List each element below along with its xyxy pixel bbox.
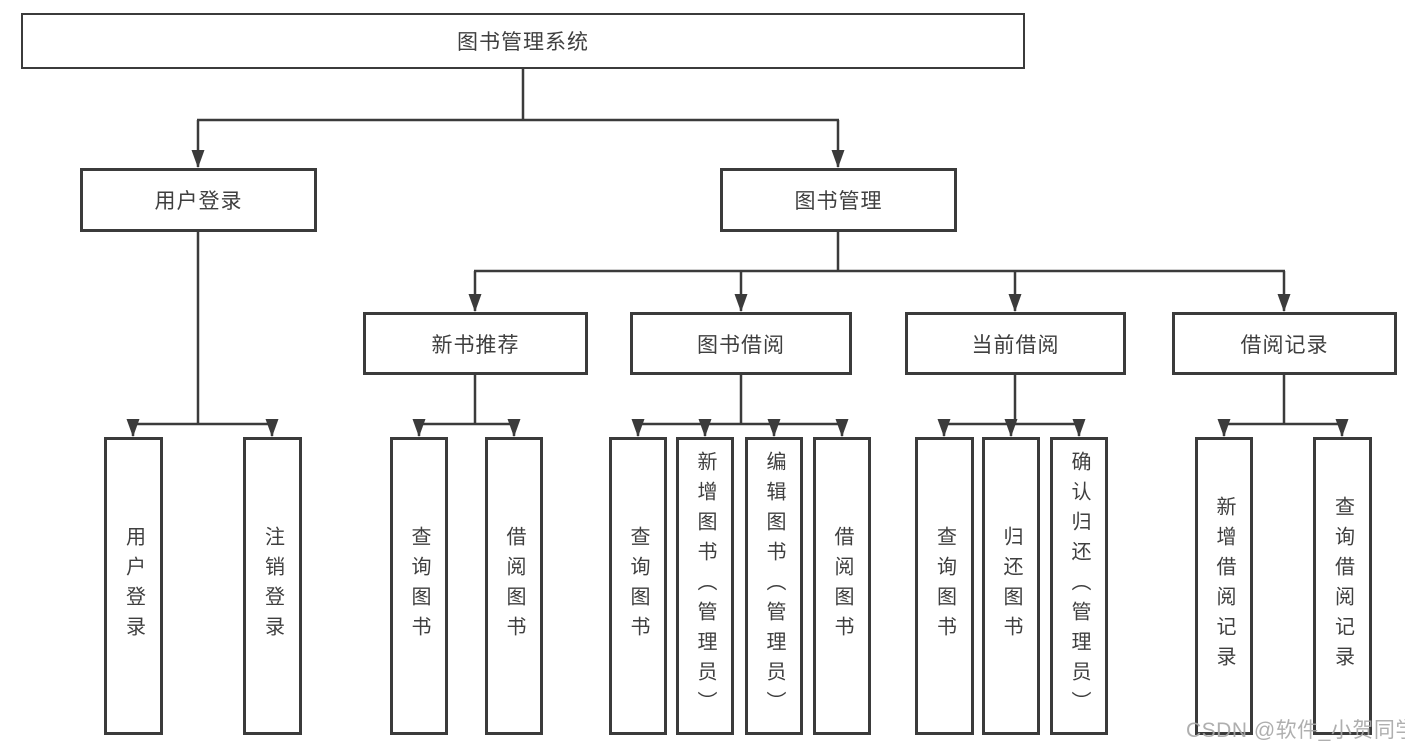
leaf-query-books-recommend: 查询图书	[390, 437, 448, 735]
leaf-add-borrow-record-label: 新增借阅记录	[1213, 496, 1235, 676]
node-book-management: 图书管理	[720, 168, 957, 232]
node-borrow-records: 借阅记录	[1172, 312, 1397, 375]
leaf-query-borrow-record: 查询借阅记录	[1313, 437, 1372, 735]
node-book-borrow-label: 图书借阅	[697, 333, 785, 357]
node-book-borrow: 图书借阅	[630, 312, 852, 375]
leaf-return-books-label: 归还图书	[1000, 526, 1022, 646]
leaf-user-login-label: 用户登录	[122, 526, 145, 646]
node-current-borrow-label: 当前借阅	[971, 333, 1060, 357]
node-borrow-records-label: 借阅记录	[1240, 333, 1329, 357]
leaf-logout: 注销登录	[243, 437, 302, 735]
leaf-add-books-admin: 新增图书（管理员）	[676, 437, 734, 735]
leaf-borrow-books-recommend-label: 借阅图书	[503, 526, 525, 646]
leaf-confirm-return-admin: 确认归还（管理员）	[1050, 437, 1108, 735]
leaf-add-books-admin-label: 新增图书（管理员）	[694, 451, 716, 721]
leaf-query-books-borrow: 查询图书	[609, 437, 667, 735]
leaf-borrow-books: 借阅图书	[813, 437, 871, 735]
leaf-edit-books-admin-label: 编辑图书（管理员）	[763, 451, 785, 721]
csdn-watermark: CSDN @软件_小贺同学	[1186, 719, 1405, 742]
leaf-edit-books-admin: 编辑图书（管理员）	[745, 437, 803, 735]
leaf-return-books: 归还图书	[982, 437, 1040, 735]
leaf-add-borrow-record: 新增借阅记录	[1195, 437, 1253, 735]
node-library-system: 图书管理系统	[21, 13, 1025, 69]
leaf-borrow-books-label: 借阅图书	[831, 526, 853, 646]
node-current-borrow: 当前借阅	[905, 312, 1126, 375]
leaf-query-books-borrow-label: 查询图书	[627, 526, 649, 646]
leaf-confirm-return-admin-label: 确认归还（管理员）	[1068, 451, 1090, 721]
leaf-user-login: 用户登录	[104, 437, 163, 735]
leaf-query-books-current-label: 查询图书	[933, 526, 956, 646]
node-user-login: 用户登录	[80, 168, 317, 232]
node-new-book-recommend-label: 新书推荐	[431, 333, 520, 357]
leaf-query-books-recommend-label: 查询图书	[408, 526, 430, 646]
leaf-borrow-books-recommend: 借阅图书	[485, 437, 543, 735]
node-book-management-label: 图书管理	[794, 190, 883, 213]
leaf-logout-label: 注销登录	[261, 526, 284, 646]
node-library-system-label: 图书管理系统	[457, 31, 589, 54]
leaf-query-books-current: 查询图书	[915, 437, 974, 735]
node-new-book-recommend: 新书推荐	[363, 312, 588, 375]
node-user-login-label: 用户登录	[154, 190, 243, 213]
leaf-query-borrow-record-label: 查询借阅记录	[1331, 496, 1354, 676]
